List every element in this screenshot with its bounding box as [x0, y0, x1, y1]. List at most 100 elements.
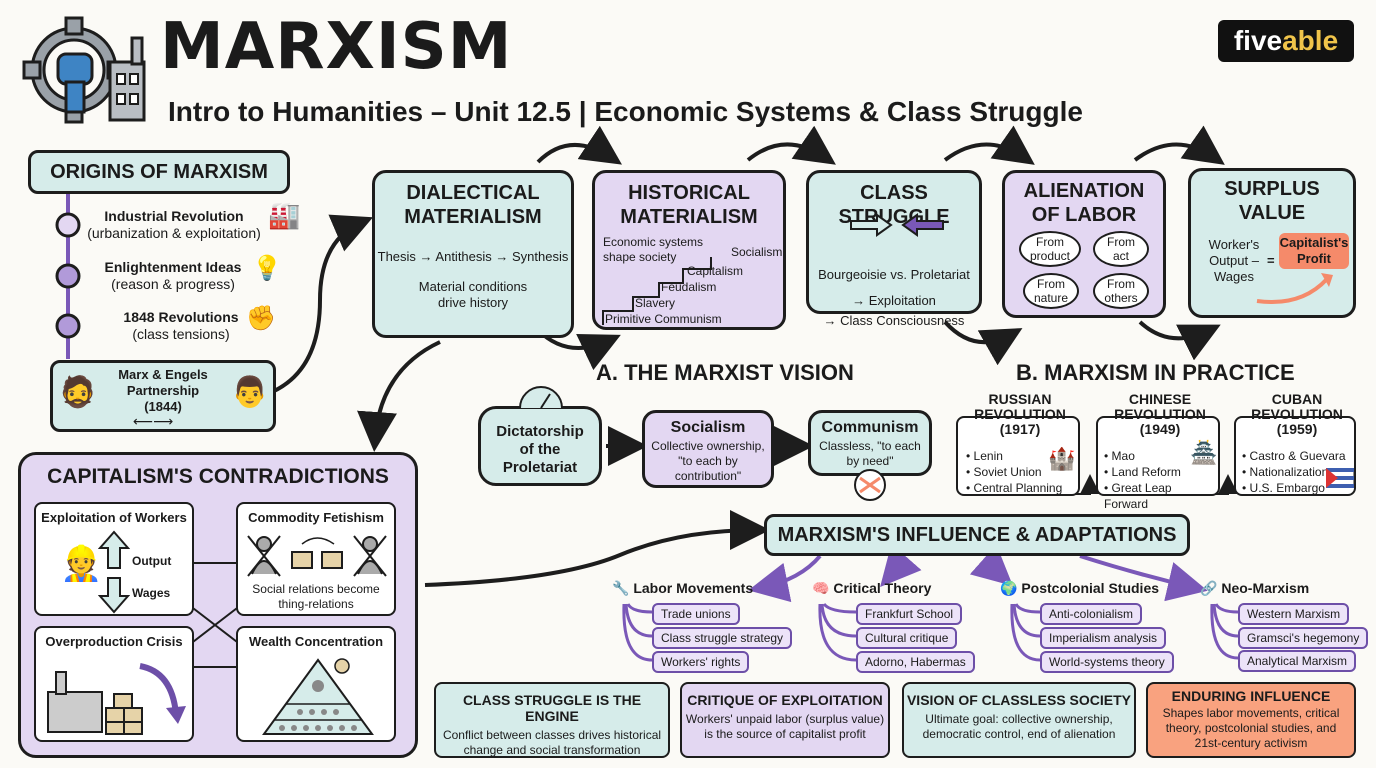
lightbulb-icon: 💡 [252, 255, 282, 282]
summary-exploitation: CRITIQUE OF EXPLOITATION Workers' unpaid… [680, 682, 890, 758]
neo-title-text: Neo-Marxism [1221, 580, 1310, 596]
neo-item-2: Gramsci's hegemony [1238, 627, 1369, 649]
wrench-icon: 🔧 [612, 580, 630, 596]
wages-label: Wages [132, 586, 171, 600]
dialectical-title-2: MATERIALISM [404, 206, 542, 228]
dictatorship-l1: Dictatorship [496, 423, 584, 440]
arrow-origins-dm [271, 214, 374, 394]
socialism-title: Socialism [670, 419, 746, 436]
summary-influence-title: ENDURING INFLUENCE [1171, 688, 1331, 704]
summary-influence-l1: Shapes labor movements, critical [1162, 706, 1340, 720]
surplus-equals: = [1267, 253, 1275, 268]
summary-classless-title: VISION OF CLASSLESS SOCIETY [906, 692, 1132, 708]
arrow-cs-al [943, 125, 1035, 165]
dialectical-title: DIALECTICAL MATERIALISM [375, 181, 571, 229]
alienation-title: ALIENATION OF LABOR [1005, 179, 1163, 227]
class-struggle-line-1: Bourgeoisie vs. Proletariat [818, 267, 970, 282]
branch-labor-title: 🔧 Labor Movements [612, 580, 753, 597]
historical-title-2: MATERIALISM [620, 206, 758, 228]
historical-desc-2: shape society [603, 250, 677, 264]
chinese-bullets: • Mao • Land Reform • Great Leap Forward [1104, 449, 1181, 511]
brand-part-a: five [1233, 25, 1283, 56]
pagoda-icon: 🏯 [1190, 440, 1218, 465]
fetishism-card: Commodity Fetishism Social relations bec… [236, 502, 396, 616]
cuban-bullet-3: U.S. Embargo [1249, 481, 1325, 495]
origin-item-3-note: (class tensions) [132, 326, 230, 342]
summary-engine-title: CLASS STRUGGLE IS THE ENGINE [462, 692, 642, 724]
output-wages-arrows-icon [98, 530, 130, 614]
socialism-l2: "to each by [678, 454, 738, 468]
summary-influence: ENDURING INFLUENCE Shapes labor movement… [1146, 682, 1356, 758]
labor-item-2: Class struggle strategy [652, 627, 793, 649]
dialectical-materialism-card: DIALECTICAL MATERIALISM Thesis → Antithe… [372, 170, 574, 338]
engels-portrait-icon: 👨 [231, 376, 269, 409]
origin-item-1-title: Industrial Revolution [104, 208, 244, 224]
page-subtitle: Intro to Humanities – Unit 12.5 | Econom… [168, 96, 1083, 127]
arrow-al-sv-bottom [1138, 320, 1221, 361]
summary-classless-desc: Ultimate goal: collective ownership, dem… [904, 712, 1134, 742]
historical-desc-1: Economic systems [603, 235, 704, 249]
chinese-title: CHINESE REVOLUTION (1949) [1098, 392, 1222, 437]
communism-l2: by need" [846, 454, 894, 468]
raised-fist-icon: ✊ [246, 305, 276, 332]
origins-title: ORIGINS OF MARXISM [50, 161, 268, 183]
summary-influence-l3: 21st-century activism [1194, 736, 1308, 750]
alienation-nature-l1: From [1037, 277, 1065, 291]
chinese-bullet-2: Land Reform [1111, 465, 1181, 479]
arrow-al-sv [1133, 125, 1225, 165]
historical-title: HISTORICAL MATERIALISM [595, 181, 783, 229]
labor-item-3: Workers' rights [652, 651, 750, 673]
critical-item-1: Frankfurt School [856, 603, 963, 625]
page-title: MARXISM [160, 10, 513, 84]
gauge-icon [519, 386, 563, 409]
partnership-line-2: Partnership [126, 383, 200, 398]
class-struggle-line-3: → Class Consciousness [823, 313, 965, 328]
neo-item-1: Western Marxism [1238, 603, 1350, 625]
summary-classless: VISION OF CLASSLESS SOCIETY Ultimate goa… [902, 682, 1136, 758]
stairs-diagram [602, 257, 712, 325]
surplus-left-1: Worker's [1208, 237, 1260, 252]
branch-neo [1079, 554, 1208, 602]
wealth-card: Wealth Concentration [236, 626, 396, 742]
surplus-value-card: SURPLUS VALUE Worker's Output – Wages = … [1188, 168, 1356, 318]
surplus-right-1: Capitalist's [1279, 235, 1349, 250]
surplus-left: Worker's Output – Wages [1201, 237, 1267, 285]
chinese-t1: CHINESE [1128, 391, 1192, 407]
dictatorship-card: Dictatorship of the Proletariat [478, 406, 602, 486]
russian-bullets: • Lenin • Soviet Union • Central Plannin… [966, 449, 1063, 495]
wealth-title: Wealth Concentration [248, 634, 384, 649]
contradictions-cross-lines [188, 562, 242, 668]
fetishism-desc: Social relations become thing-relations [238, 582, 394, 612]
neo-item-3: Analytical Marxism [1238, 650, 1357, 672]
practice-heading: B. MARXISM IN PRACTICE [1016, 360, 1295, 385]
critical-item-2: Cultural critique [856, 627, 958, 649]
origins-timeline [55, 194, 81, 359]
surplus-profit-badge: Capitalist's Profit [1279, 233, 1349, 269]
russian-bullet-3: Central Planning [973, 481, 1063, 495]
class-struggle-card: CLASS STRUGGLE Bourgeoisie vs. Proletari… [806, 170, 982, 328]
chinese-bullet-1: Mao [1111, 449, 1135, 463]
arrow-dm-contradictions [357, 340, 441, 452]
historical-materialism-card: HISTORICAL MATERIALISM Economic systems … [592, 170, 786, 330]
alienation-product-l1: From [1036, 235, 1064, 249]
origin-item-2-note: (reason & progress) [111, 276, 235, 292]
cuban-t1: CUBAN [1271, 391, 1323, 407]
communism-l1: Classless, "to each [819, 439, 921, 453]
vision-heading: A. THE MARXIST VISION [596, 360, 854, 385]
chinese-revolution-card: CHINESE REVOLUTION (1949) • Mao • Land R… [1096, 392, 1220, 511]
partnership-year: (1844) [144, 399, 182, 414]
russian-t1: RUSSIAN [988, 391, 1052, 407]
influence-title: MARXISM'S INFLUENCE & ADAPTATIONS [777, 524, 1177, 546]
dialectical-title-1: DIALECTICAL [406, 182, 540, 204]
postcolonial-item-1: Anti-colonialism [1040, 603, 1143, 625]
alienation-others-l2: others [1104, 291, 1138, 305]
surplus-left-3: Wages [1214, 269, 1254, 284]
branch-critical [880, 543, 922, 588]
cuban-bullet-2: Nationalization [1249, 465, 1329, 479]
chinese-year: (1949) [1139, 421, 1181, 437]
factory-icon: 🏭 [268, 200, 301, 230]
branch-labor [748, 554, 822, 603]
stage-socialism: Socialism [731, 245, 783, 259]
